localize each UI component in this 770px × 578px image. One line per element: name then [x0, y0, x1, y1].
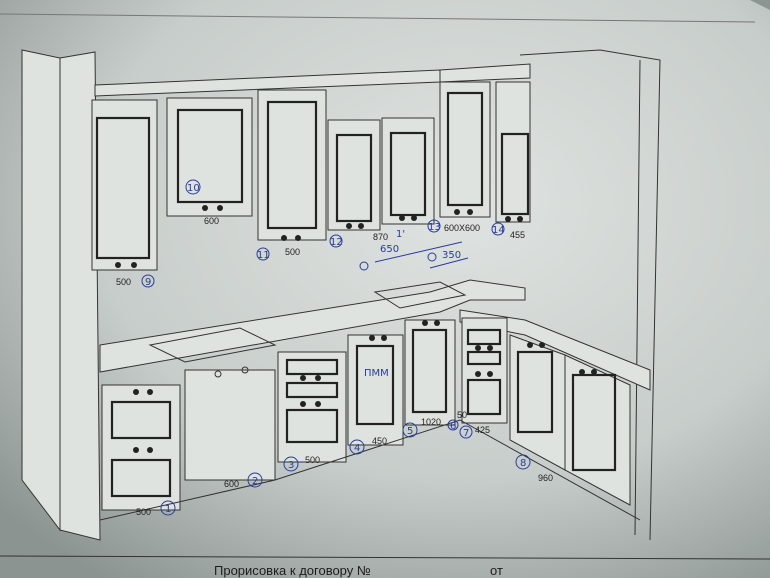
num-10: 10 [187, 183, 200, 194]
num-12: 12 [330, 237, 343, 248]
dim-5: 1020 [421, 417, 441, 427]
left-wall [21, 49, 101, 541]
sink-offset-650: 650 [380, 244, 399, 255]
dim-3: 500 [305, 455, 320, 465]
footer-title: Прорисовка к договору № [214, 563, 371, 578]
footer-from: от [490, 563, 503, 578]
dim-7: 425 [475, 425, 490, 435]
num-8: 8 [520, 458, 526, 469]
mark-12: 1' [396, 229, 405, 240]
right-wall [519, 49, 661, 541]
num-13: 13 [428, 222, 441, 233]
num-1: 1 [165, 504, 171, 515]
num-2: 2 [252, 476, 258, 487]
num-9: 9 [145, 277, 151, 288]
num-3: 3 [288, 460, 294, 471]
dim-9: 500 [116, 277, 131, 287]
dim-13: 600X600 [444, 223, 480, 233]
sink-offset-350: 350 [442, 250, 461, 261]
dim-14: 455 [510, 230, 525, 240]
dim-6: 50 [457, 410, 467, 420]
dim-4: 450 [372, 436, 387, 446]
dim-12: 870 [373, 232, 388, 242]
dishwasher-note: ПММ [364, 368, 389, 379]
dim-2: 600 [224, 479, 239, 489]
num-11: 11 [257, 250, 270, 261]
upper-cabinets [91, 81, 531, 271]
sink-notes: 650 350 ПММ [359, 241, 469, 379]
lower-cabinets [99, 317, 641, 521]
lower-dimension-labels: 500 1 600 2 3 500 4 450 5 1020 6 50 7 42… [136, 410, 553, 517]
dim-8: 960 [538, 473, 553, 483]
num-4: 4 [354, 443, 360, 454]
num-14: 14 [492, 225, 505, 236]
num-7: 7 [463, 428, 469, 439]
upper-dimension-labels: 500 9 10 600 11 500 12 870 1' 13 600X600… [116, 179, 525, 288]
num-5: 5 [407, 426, 413, 437]
dim-1: 500 [136, 507, 151, 517]
dim-11: 500 [285, 247, 300, 257]
num-6: 6 [450, 421, 456, 432]
dim-10: 600 [204, 216, 219, 226]
